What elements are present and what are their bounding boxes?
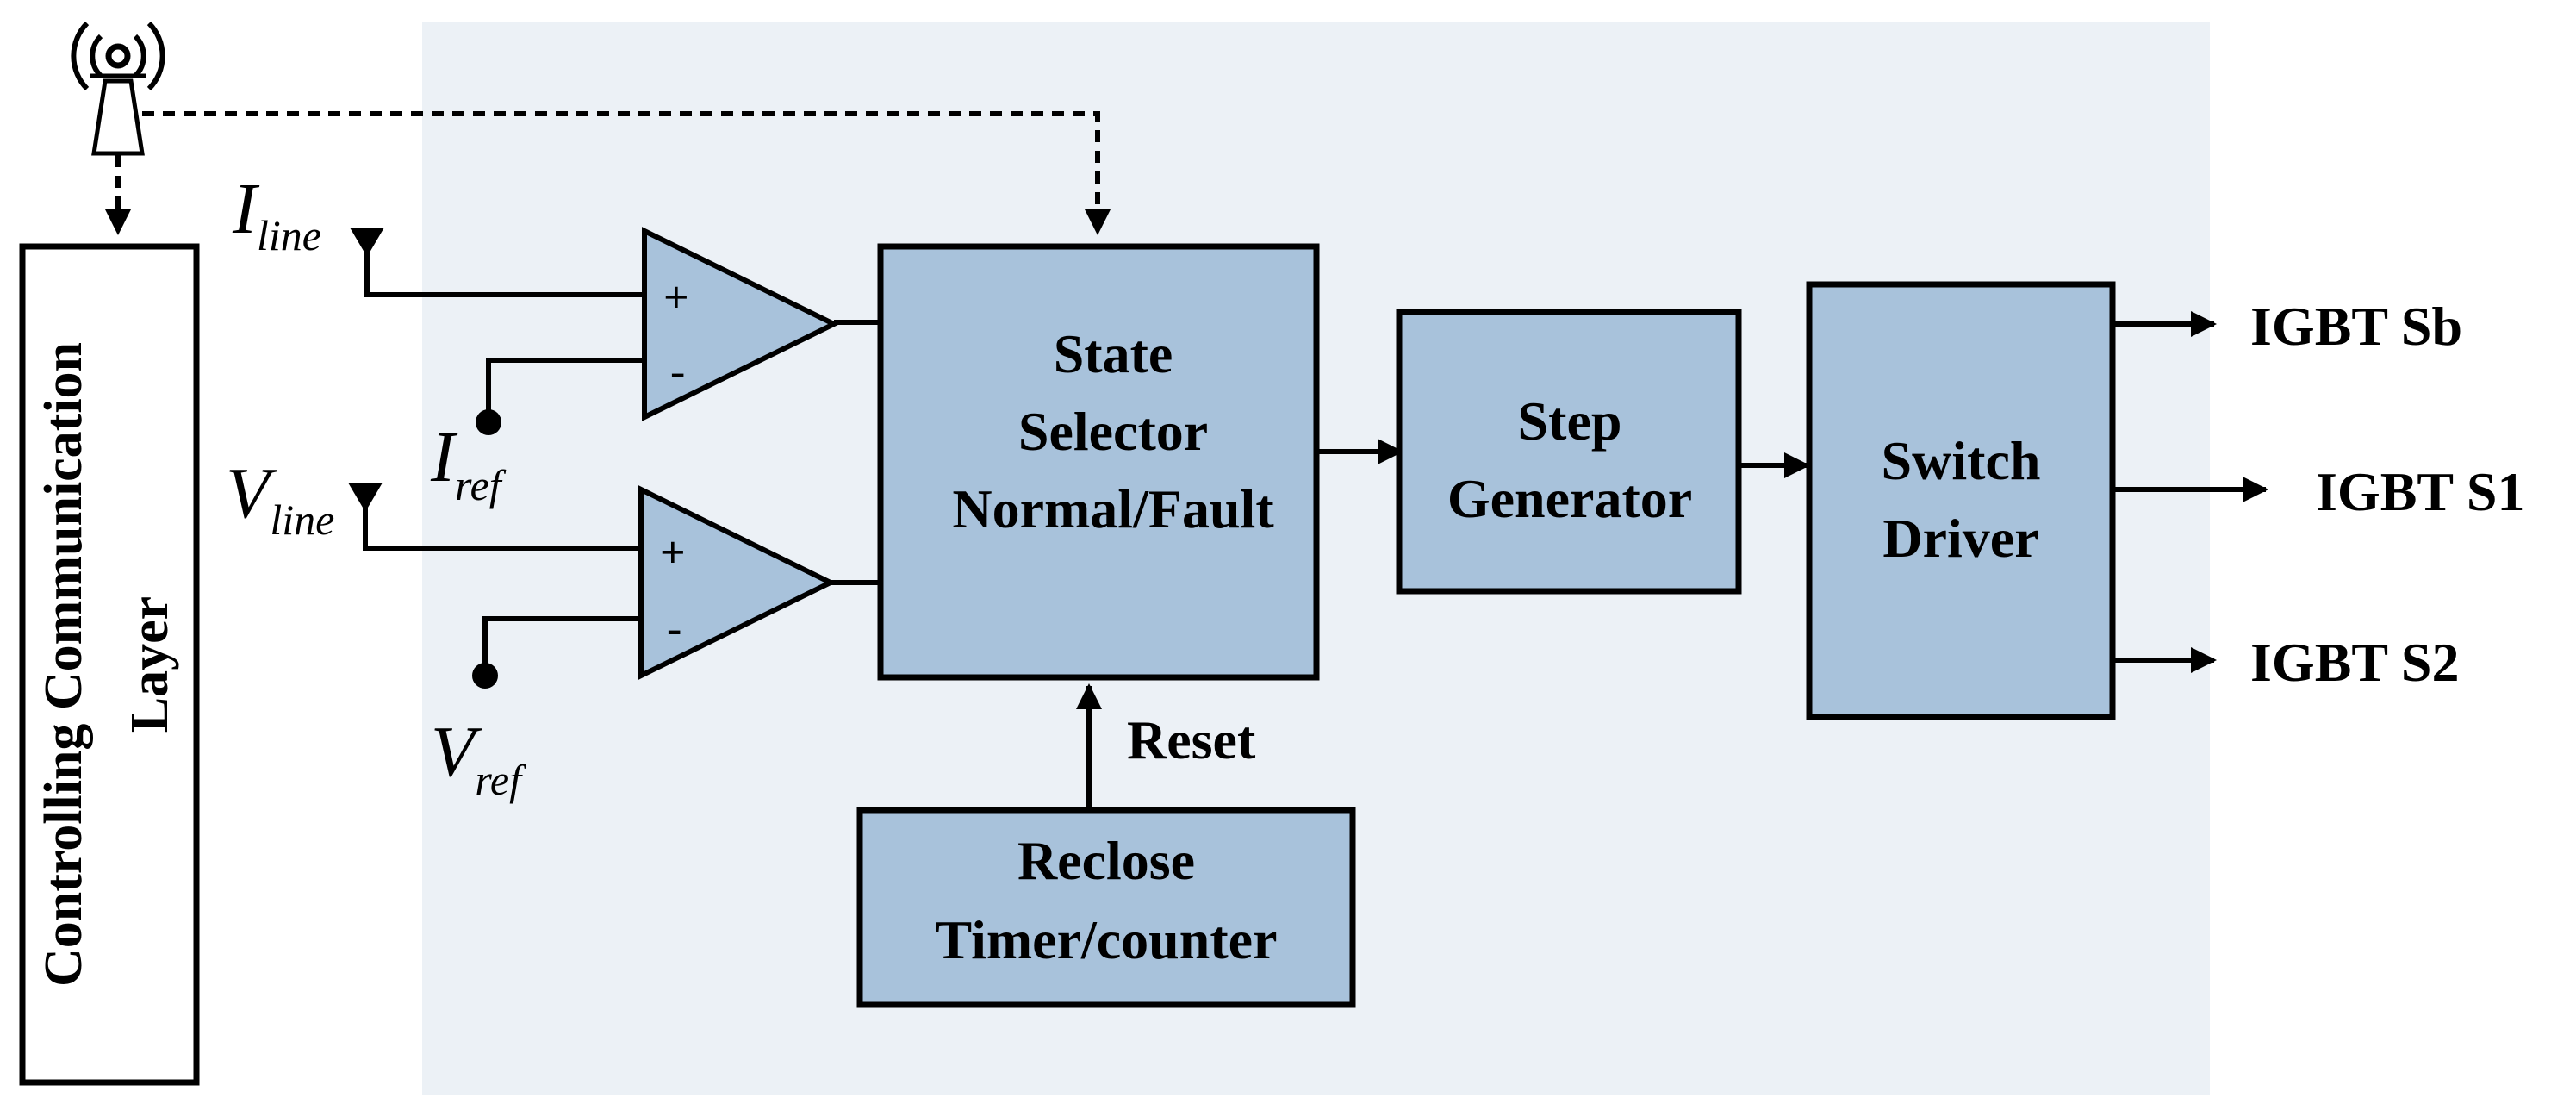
v-line-symbol: V — [226, 453, 277, 533]
output-label-s2: IGBT S2 — [2250, 632, 2460, 693]
voltage-comparator: + - — [638, 485, 884, 680]
current-comparator-triangle — [642, 227, 840, 421]
current-comparator: + - — [642, 227, 884, 421]
svg-text:Iline: Iline — [232, 169, 321, 259]
state-selector-line-2: Selector — [1018, 401, 1208, 462]
i-ref-subscript: ref — [455, 461, 507, 509]
input-v-line: Vline — [226, 453, 641, 551]
step-generator-line-1: Step — [1518, 390, 1622, 452]
state-selector-line-3: Normal/Fault — [952, 478, 1274, 539]
communication-links — [105, 111, 1111, 235]
reclose-timer-line-1: Reclose — [1017, 830, 1195, 891]
v-line-subscript: line — [270, 496, 334, 544]
communication-layer-label-1: Controlling Communication — [34, 342, 93, 987]
step-generator-line-2: Generator — [1447, 468, 1692, 529]
reclose-timer-block: Reclose Timer/counter — [856, 807, 1356, 1008]
i-line-subscript: line — [257, 211, 321, 259]
v-ref-subscript: ref — [475, 756, 526, 804]
input-i-ref: Iref — [430, 358, 644, 509]
switch-driver-line-1: Switch — [1882, 430, 2041, 491]
reclose-timer-line-2: Timer/counter — [936, 909, 1278, 970]
current-comparator-minus: - — [670, 347, 685, 396]
dashed-link-to-state-selector — [142, 111, 1111, 235]
voltage-comparator-minus: - — [667, 604, 681, 653]
step-generator-block: Step Generator — [1396, 309, 1742, 595]
voltage-comparator-triangle — [638, 485, 837, 680]
switch-driver-line-2: Driver — [1882, 508, 2038, 569]
current-comparator-plus: + — [663, 273, 689, 322]
voltage-comparator-plus: + — [660, 528, 686, 577]
v-ref-symbol: V — [431, 712, 482, 792]
input-i-line: Iline — [232, 169, 644, 297]
state-selector-line-1: State — [1054, 323, 1173, 384]
input-v-ref: Vref — [431, 616, 641, 804]
svg-text:Vref: Vref — [431, 712, 526, 804]
switch-driver-block: Switch Driver — [1806, 281, 2116, 720]
i-line-symbol: I — [232, 169, 260, 249]
communication-layer-label-2: Layer — [121, 596, 179, 733]
svg-text:Vline: Vline — [226, 453, 334, 544]
svg-text:Iref: Iref — [430, 417, 507, 509]
antenna-tower-icon — [71, 21, 165, 156]
i-ref-symbol: I — [430, 417, 458, 497]
reset-label: Reset — [1127, 709, 1256, 770]
outputs: IGBT Sb IGBT S1 IGBT S2 — [2112, 296, 2525, 693]
output-label-s1: IGBT S1 — [2316, 461, 2525, 522]
state-selector-block: State Selector Normal/Fault — [877, 243, 1320, 681]
communication-layer: Controlling Communication Layer — [19, 243, 200, 1086]
output-label-sb: IGBT Sb — [2250, 296, 2462, 357]
communication-layer-box — [19, 243, 200, 1086]
